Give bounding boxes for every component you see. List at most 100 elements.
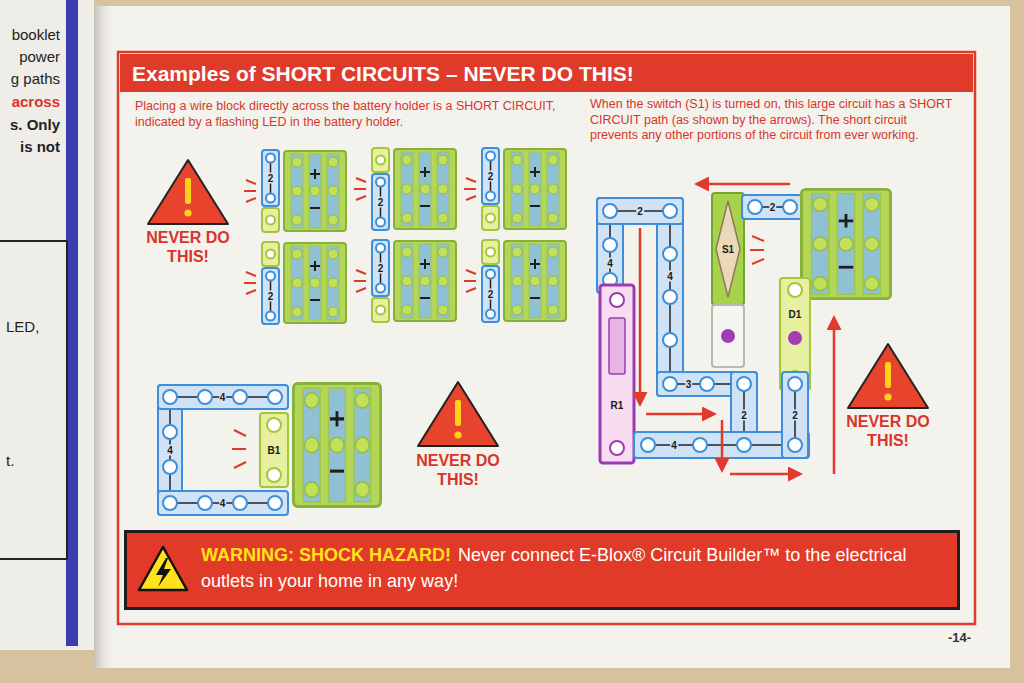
loop-circuit — [267, 418, 281, 432]
warning-triangle — [418, 382, 498, 446]
shock-icon — [156, 558, 171, 587]
loop-circuit — [233, 390, 247, 404]
short-path-arrows — [640, 184, 834, 474]
part-number: B1 — [267, 445, 282, 456]
short-circuit-example — [372, 174, 389, 230]
left-page — [0, 0, 94, 650]
short-circuit-example — [284, 151, 346, 231]
short-circuit-example — [464, 270, 476, 292]
switch-circuit — [609, 318, 625, 374]
switch-circuit — [716, 201, 740, 297]
part-number: 2 — [377, 197, 385, 208]
short-circuit-example — [486, 248, 495, 257]
page-fragment: g paths — [2, 70, 60, 88]
part-number: 3 — [685, 379, 693, 390]
loop-circuit — [163, 390, 177, 404]
loop-circuit — [293, 384, 380, 507]
page-title: Examples of SHORT CIRCUITS – NEVER DO TH… — [132, 56, 634, 92]
short-circuit-example — [372, 298, 389, 322]
switch-circuit — [700, 377, 714, 391]
right-page — [94, 6, 116, 668]
part-number: 4 — [670, 440, 678, 451]
short-circuit-example — [376, 156, 385, 165]
warning-triangle — [884, 393, 891, 400]
switch-circuit — [737, 377, 751, 391]
short-path-arrows — [730, 473, 800, 476]
short-circuit-example — [482, 240, 499, 264]
short-circuit-example — [354, 178, 366, 200]
short-circuit-example — [376, 244, 385, 253]
short-circuit-example — [464, 178, 476, 200]
part-number: 4 — [606, 257, 614, 268]
switch-circuit — [737, 377, 751, 391]
page-fragment: is not — [2, 138, 60, 156]
short-circuit-example — [266, 250, 275, 259]
part-number: 2 — [636, 206, 644, 217]
part-number: 2 — [377, 263, 385, 274]
note-text: When the switch (S1) is turned on, this … — [590, 97, 955, 144]
part-number: 2 — [487, 171, 495, 182]
short-circuit-example — [372, 148, 389, 172]
switch-circuit — [663, 247, 677, 261]
short-circuit-example — [244, 242, 346, 324]
loop-circuit — [158, 385, 288, 409]
loop-circuit — [198, 496, 212, 510]
short-circuit-example — [482, 206, 499, 230]
short-circuit-example — [262, 208, 279, 232]
loop-circuit — [198, 390, 212, 404]
switch-circuit — [657, 198, 683, 396]
part-number: D1 — [788, 309, 803, 320]
warning-text: NEVER DO THIS! — [130, 228, 246, 266]
switch-circuit — [721, 329, 735, 343]
warning-text: NEVER DO THIS! — [400, 451, 516, 489]
short-circuit-example — [482, 266, 499, 322]
switch-circuit — [788, 438, 802, 452]
switch-circuit — [788, 283, 802, 297]
page-fragment: s. Only — [2, 116, 60, 134]
warning-triangle — [184, 209, 191, 216]
short-circuit-example — [486, 270, 495, 279]
part-number: 4 — [219, 392, 227, 403]
left-page — [0, 0, 94, 650]
short-circuit-example — [262, 150, 279, 206]
short-path-arrows — [833, 318, 836, 474]
short-path-arrows — [639, 228, 642, 404]
page-frame — [118, 52, 975, 624]
loop-circuit — [268, 390, 282, 404]
warning-triangle — [148, 160, 228, 224]
shock-icon — [139, 547, 187, 590]
short-circuit-example — [372, 240, 389, 296]
switch-circuit — [748, 200, 762, 214]
warning-triangle — [848, 344, 928, 408]
shock-icon — [137, 544, 189, 594]
loop-circuit — [268, 496, 282, 510]
loop-circuit — [232, 430, 246, 468]
short-path-arrows — [697, 183, 790, 186]
switch-circuit — [610, 293, 624, 307]
short-circuit-example — [504, 149, 566, 229]
short-circuit-example — [486, 192, 495, 201]
short-circuit-example — [394, 241, 456, 321]
loop-circuit — [163, 425, 177, 439]
warning-triangle — [848, 344, 928, 408]
loop-circuit — [233, 496, 247, 510]
switch-circuit — [788, 331, 802, 345]
note-text: Placing a wire block directly across the… — [135, 99, 565, 130]
switch-circuit — [600, 285, 634, 463]
short-circuit-example — [266, 154, 275, 163]
short-circuit-example — [482, 148, 499, 204]
page-frame — [120, 54, 973, 92]
switch-circuit — [737, 438, 751, 452]
switch-circuit — [603, 204, 617, 218]
part-number: 4 — [219, 498, 227, 509]
short-circuit-example — [376, 218, 385, 227]
warning-triangle — [148, 160, 228, 224]
switch-circuit — [750, 236, 764, 264]
short-circuit-example — [394, 149, 456, 229]
warning-text: NEVER DO THIS! — [830, 412, 946, 450]
loop-circuit — [260, 413, 288, 487]
short-circuit-example — [354, 148, 456, 230]
short-circuit-example — [262, 268, 279, 324]
